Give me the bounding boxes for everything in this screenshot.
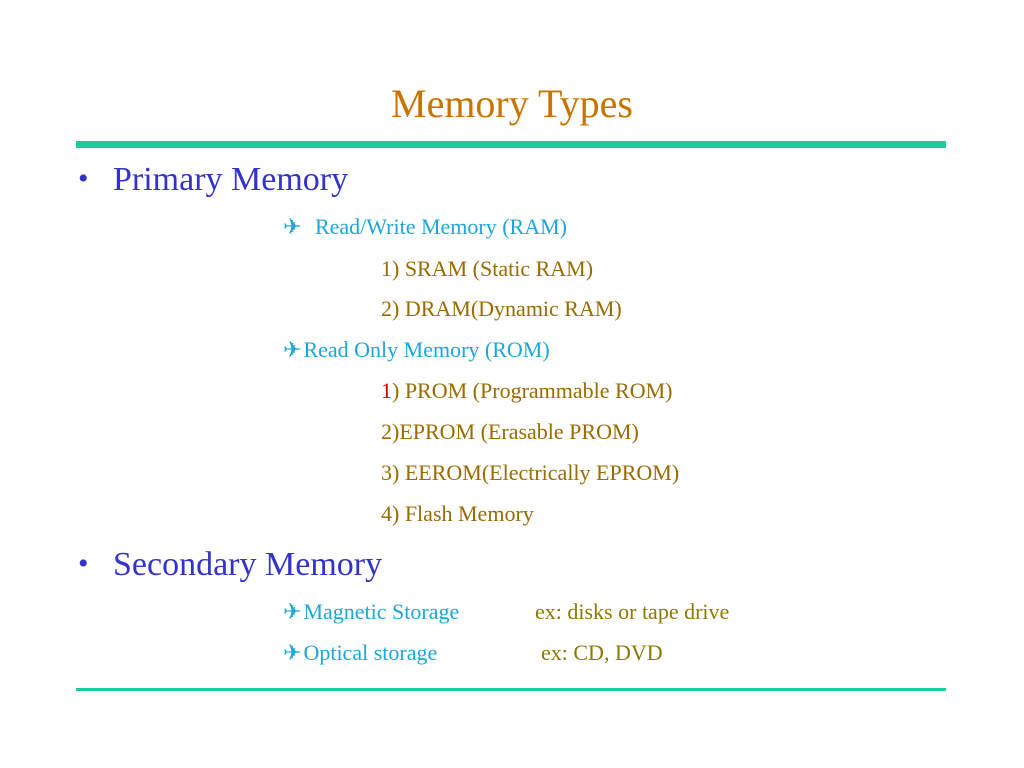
secondary-memory-heading: Secondary Memory xyxy=(113,546,383,583)
ram-item: ✈ Read/Write Memory (RAM) xyxy=(283,213,567,241)
airplane-icon: ✈ xyxy=(283,337,302,362)
bullet-icon: • xyxy=(78,547,89,580)
rom-label: Read Only Memory (ROM) xyxy=(303,337,550,362)
rom-item: ✈Read Only Memory (ROM) xyxy=(283,336,550,364)
rom-subitem-eerom: 3) EEROM(Electrically EPROM) xyxy=(381,460,680,485)
primary-memory-heading: Primary Memory xyxy=(113,161,349,198)
optical-storage-item: ✈Optical storage xyxy=(283,639,437,667)
bottom-divider xyxy=(76,688,946,691)
top-divider xyxy=(76,141,946,148)
prom-text: ) PROM (Programmable ROM) xyxy=(392,378,673,403)
airplane-icon: ✈ xyxy=(283,640,302,665)
airplane-icon: ✈ xyxy=(283,214,302,239)
magnetic-storage-label: Magnetic Storage xyxy=(303,599,460,624)
ram-subitem-sram: 1) SRAM (Static RAM) xyxy=(381,256,594,281)
magnetic-storage-item: ✈Magnetic Storage xyxy=(283,598,459,626)
ram-label: Read/Write Memory (RAM) xyxy=(314,214,567,239)
ram-subitem-dram: 2) DRAM(Dynamic RAM) xyxy=(381,296,622,321)
optical-storage-label: Optical storage xyxy=(303,640,438,665)
prom-number: 1 xyxy=(381,378,392,403)
bullet-icon: • xyxy=(78,162,89,195)
airplane-icon: ✈ xyxy=(283,599,302,624)
rom-subitem-flash: 4) Flash Memory xyxy=(381,501,534,526)
magnetic-storage-example: ex: disks or tape drive xyxy=(535,599,730,624)
slide-title: Memory Types xyxy=(391,81,633,126)
rom-subitem-eprom: 2)EPROM (Erasable PROM) xyxy=(381,419,639,444)
rom-subitem-prom: 1) PROM (Programmable ROM) xyxy=(381,377,672,405)
optical-storage-example: ex: CD, DVD xyxy=(541,640,663,665)
